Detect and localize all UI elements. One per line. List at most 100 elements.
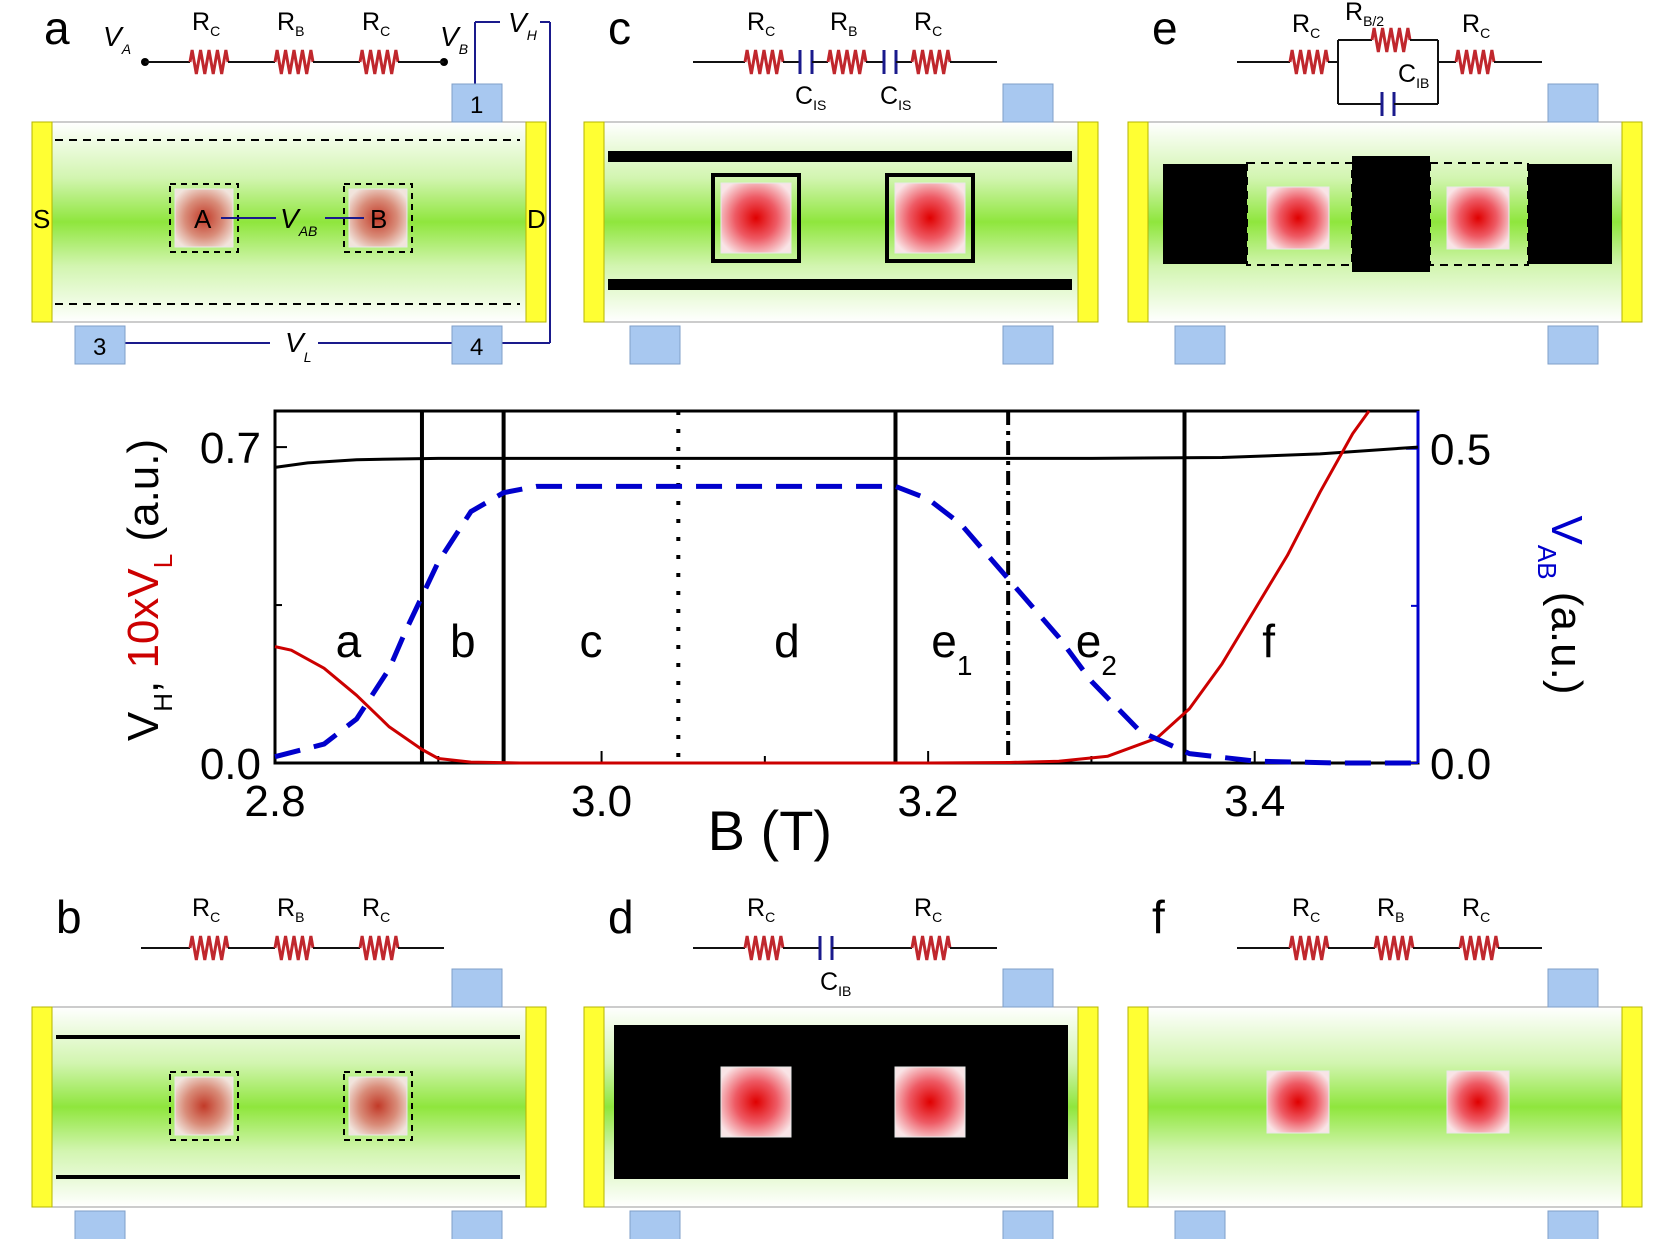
resistor [1458, 935, 1500, 961]
series-line-1 [274, 445, 1419, 469]
edge-state-black [608, 279, 1072, 290]
y-right-tick-label: 0.5 [1430, 426, 1491, 475]
capacitor-label-main: C [1398, 60, 1416, 88]
quantum-dot [1266, 1070, 1330, 1134]
ohmic-contact [1547, 1210, 1599, 1239]
resistor-label-main: R [914, 894, 932, 922]
plot-frame [273, 409, 1420, 765]
region-label-main: e [931, 615, 957, 667]
voltage-label-sub: A [121, 41, 131, 57]
resistor-label-sub: C [380, 909, 390, 925]
y-right-tick-label: 0.0 [1430, 740, 1491, 789]
resistor-label-sub: C [765, 909, 775, 925]
resistor [273, 935, 315, 961]
source-contact [583, 121, 605, 323]
resistor-label-main: R [362, 894, 380, 922]
voltage-label-main: V [285, 327, 306, 358]
resistor-label-main: R [1345, 0, 1363, 26]
quantum-dot [720, 182, 792, 254]
ohmic-contact-label: 1 [470, 92, 483, 119]
voltage-label-main: V [508, 7, 529, 38]
resistor [1288, 49, 1330, 75]
quantum-dot [1446, 186, 1510, 250]
capacitor-label: CIS [880, 82, 911, 113]
y-left-title-part: 10xV [119, 568, 168, 669]
region-label: b [450, 615, 476, 667]
voltage-label: VB [440, 21, 468, 57]
resistor [910, 935, 952, 961]
ohmic-contact [629, 1210, 681, 1239]
quantum-dot [1266, 186, 1330, 250]
resistor-label: RC [362, 8, 390, 39]
capacitor-label: CIB [1398, 60, 1429, 91]
resistor-label: RC [192, 8, 220, 39]
y-left-title-sep: , [119, 669, 168, 693]
resistor [1288, 935, 1330, 961]
capacitor-label-sub: IB [838, 983, 851, 999]
resistor [1370, 27, 1412, 53]
resistor-label-sub: B [848, 23, 857, 39]
resistor-label: RC [1462, 894, 1490, 925]
dot-edge-state [169, 1071, 239, 1141]
resistor [273, 49, 315, 75]
resistor-label: RB [277, 894, 304, 925]
resistor-label: RC [1292, 10, 1320, 41]
ohmic-contact [1547, 968, 1599, 1008]
dot-label: B [370, 204, 387, 234]
x-tick-label: 3.2 [898, 777, 959, 826]
voltage-label-sub: H [527, 27, 538, 43]
capacitor-label-main: C [880, 82, 898, 110]
resistor-label: RC [747, 894, 775, 925]
region-label: c [579, 615, 602, 667]
region-label: d [774, 615, 800, 667]
resistor-label-sub: C [1480, 909, 1490, 925]
resistor-label-sub: C [765, 23, 775, 39]
region-label-main: d [774, 615, 800, 667]
x-axis-title: B (T) [708, 799, 832, 862]
resistor-label: RC [192, 894, 220, 925]
edge-state [1246, 162, 1353, 266]
resistor-label-sub: C [210, 909, 220, 925]
resistor-label-main: R [192, 8, 210, 36]
voltage-label-main: V [280, 203, 301, 234]
resistor-label: RB/2 [1345, 0, 1384, 29]
resistor [358, 49, 400, 75]
drain-contact [1077, 121, 1099, 323]
region-label-main: c [579, 615, 602, 667]
ohmic-contact [1002, 325, 1054, 365]
resistor-label-sub: C [1310, 25, 1320, 41]
drain-contact [1621, 1006, 1643, 1208]
dot-edge-state [343, 183, 413, 253]
panel-label: e [1152, 2, 1178, 54]
region-label: e1 [931, 615, 972, 681]
channel [31, 1006, 547, 1208]
resistor [1454, 49, 1496, 75]
edge-state [1429, 162, 1529, 266]
voltage-label-sub: L [304, 349, 312, 365]
resistor-label: RB [277, 8, 304, 39]
y-left-axis-title: VH, 10xVL (a.u.) [119, 439, 178, 741]
ohmic-contact [74, 325, 126, 365]
ohmic-contact [629, 325, 681, 365]
capacitor-label: CIS [795, 82, 826, 113]
depleted-region [1163, 164, 1247, 264]
dot-edge-state [343, 1071, 413, 1141]
x-tick-label: 3.0 [571, 777, 632, 826]
capacitor-label-sub: IS [898, 97, 911, 113]
y-left-title-sub: H [148, 693, 178, 712]
source-label: S [33, 204, 50, 234]
resistor-label-sub: B [295, 23, 304, 39]
capacitor-label-sub: IB [1416, 75, 1429, 91]
ohmic-contact [1002, 83, 1054, 123]
x-tick-label: 2.8 [244, 777, 305, 826]
y-right-title-part: V [1542, 516, 1591, 546]
resistor [188, 49, 230, 75]
ohmic-contact [1002, 968, 1054, 1008]
drain-label: D [527, 204, 546, 234]
